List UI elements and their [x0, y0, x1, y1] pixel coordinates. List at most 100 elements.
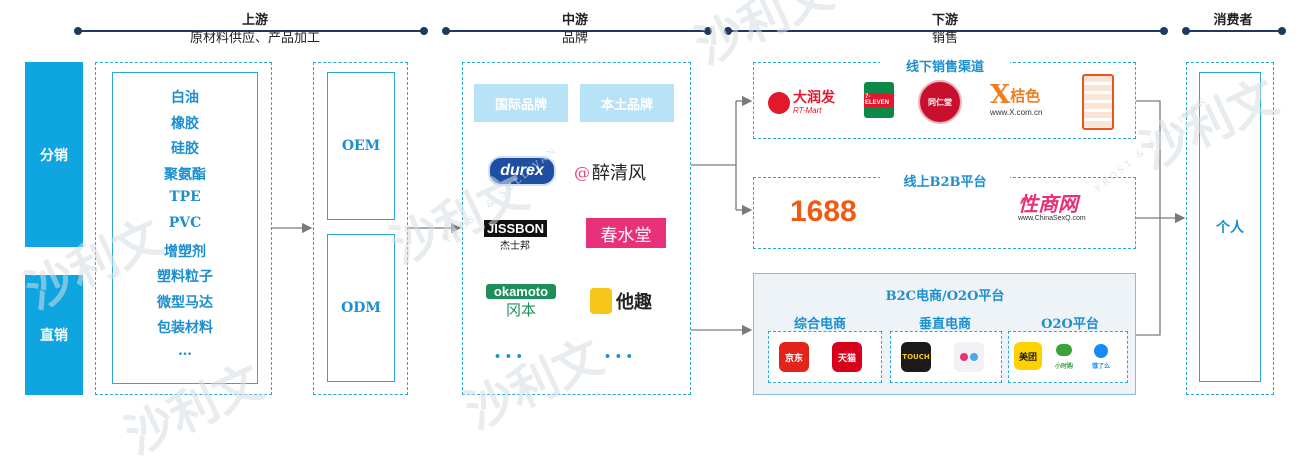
header-dot: [1182, 27, 1190, 35]
oem-label: OEM: [341, 138, 381, 154]
header-dot: [74, 27, 82, 35]
banana-icon: [590, 288, 612, 314]
logo-7eleven-text: 7-ELEVEN: [864, 93, 894, 107]
material-item: 橡胶: [171, 115, 199, 132]
material-item: 包装材料: [157, 320, 213, 337]
logo-juse: X 桔色 www.X.com.cn: [990, 82, 1070, 122]
more-international-brands: • • •: [494, 350, 523, 363]
logo-tongrentang-text: 同仁堂: [928, 96, 952, 107]
processing-outer-box: [313, 62, 408, 395]
logo-durex-text: durex: [500, 162, 544, 179]
consumer-outer-box: [1186, 62, 1274, 395]
stage-title: 消费者: [1209, 12, 1257, 30]
spiral-icon: @: [574, 162, 590, 182]
logo-jissbon-cn: 杰士邦: [500, 241, 530, 252]
logo-chinasexq-url: www.ChinaSexQ.com: [1018, 215, 1086, 222]
logo-okamoto-text: okamoto: [486, 284, 556, 299]
logo-chunshuitang: 春水堂: [586, 218, 666, 248]
stage-subtitle: 销售: [931, 31, 958, 46]
logo-jissbon-text: JISSBON: [484, 220, 548, 237]
side-label-distribution: 分销: [25, 62, 83, 247]
header-dot: [420, 27, 428, 35]
logo-jissbon: JISSBON 杰士邦: [484, 218, 560, 258]
side-label-direct: 直销: [25, 275, 83, 395]
header-line-midstream: [446, 30, 708, 32]
eleme-icon: 饿了么: [1087, 342, 1115, 370]
material-item: 白油: [171, 90, 199, 106]
b2c-group-title: 垂直电商: [918, 317, 971, 332]
stage-upstream: 上游 原材料供应、产品加工: [150, 12, 360, 48]
logo-rtmart-en: RT-Mart: [793, 106, 822, 115]
stage-midstream: 中游 品牌: [530, 12, 620, 48]
logo-7eleven: 7-ELEVEN: [864, 82, 894, 118]
tmall-icon: 天猫: [832, 342, 862, 372]
odm-label: ODM: [341, 300, 381, 316]
logo-chinasexq-text: 性商网: [1018, 192, 1078, 216]
b2b-platform-title: 线上B2B平台: [880, 171, 1010, 190]
jd-icon: 京东: [779, 342, 809, 372]
meituan-icon: 美团: [1014, 342, 1042, 370]
brands-box: [462, 62, 691, 395]
vertical-app-icon: [954, 342, 984, 372]
logo-zuiqingfeng: @ 醉清风: [574, 158, 674, 186]
header-dot: [724, 27, 732, 35]
offline-channels-title: 线下销售渠道: [880, 56, 1010, 75]
stage-downstream: 下游 销售: [900, 12, 990, 48]
stage-subtitle: 原材料供应、产品加工: [189, 31, 320, 46]
logo-1688: 1688: [790, 195, 857, 228]
jd-label: 京东: [784, 353, 803, 364]
logo-chinasexq: 性商网 www.ChinaSexQ.com: [1018, 193, 1108, 233]
material-item: TPE: [169, 189, 201, 206]
header-dot: [442, 27, 450, 35]
rtmart-icon: [768, 92, 790, 114]
header-line-upstream: [78, 30, 424, 32]
consumer-box: 个人: [1199, 72, 1261, 382]
material-item: 硅胶: [171, 141, 199, 158]
xiaoshigou-label: 小时购: [1054, 363, 1073, 370]
logo-rtmart: 大润发 RT-Mart: [768, 86, 848, 120]
logo-okamoto-cn: 冈本: [505, 301, 536, 319]
material-item: 增塑剂: [164, 243, 206, 260]
consumer-label: 个人: [1216, 220, 1244, 236]
stage-title: 上游: [237, 12, 272, 30]
xiaoshigou-icon: 小时购: [1050, 342, 1078, 370]
logo-taqu-text: 他趣: [616, 292, 652, 313]
header-dot: [704, 27, 712, 35]
tag-international-brand: 国际品牌: [474, 84, 568, 122]
logo-rtmart-text: 大润发: [793, 90, 835, 106]
header-dot: [1278, 27, 1286, 35]
odm-box: ODM: [327, 234, 395, 382]
more-domestic-brands: • • •: [604, 350, 633, 363]
material-item: …: [178, 343, 192, 359]
header-dot: [1160, 27, 1168, 35]
tag-domestic-brand: 本土品牌: [580, 84, 674, 122]
material-item: 微型马达: [157, 294, 213, 311]
logo-zuiqingfeng-text: 醉清风: [592, 163, 646, 184]
stage-subtitle: 品牌: [561, 31, 588, 46]
stage-consumer: 消费者: [1198, 12, 1268, 30]
stage-title: 中游: [557, 12, 592, 30]
stage-title: 下游: [927, 12, 962, 30]
touch-label: TOUCH: [902, 353, 930, 361]
touch-icon: TOUCH: [901, 342, 931, 372]
material-item: PVC: [168, 215, 202, 231]
x-icon: X: [990, 80, 1011, 110]
tmall-label: 天猫: [837, 353, 856, 364]
material-item: 塑料粒子: [157, 269, 213, 286]
logo-tongrentang: 同仁堂: [918, 80, 962, 124]
b2c-platform-title: B2C电商/O2O平台: [885, 289, 1005, 304]
logo-durex: durex: [488, 156, 556, 186]
materials-outer-box: [95, 62, 272, 395]
logo-juse-url: www.X.com.cn: [990, 108, 1043, 117]
b2c-group-title: O2O平台: [1041, 317, 1099, 332]
header-line-downstream: [728, 30, 1164, 32]
eleme-label: 饿了么: [1091, 363, 1110, 370]
logo-taqu: 他趣: [590, 286, 670, 316]
oem-box: OEM: [327, 72, 395, 220]
header-line-consumer: [1186, 30, 1282, 32]
logo-chunshuitang-text: 春水堂: [600, 225, 652, 246]
connector-lines: [272, 95, 1186, 336]
logo-okamoto: okamoto 冈本: [486, 284, 556, 328]
meituan-label: 美团: [1018, 352, 1037, 363]
